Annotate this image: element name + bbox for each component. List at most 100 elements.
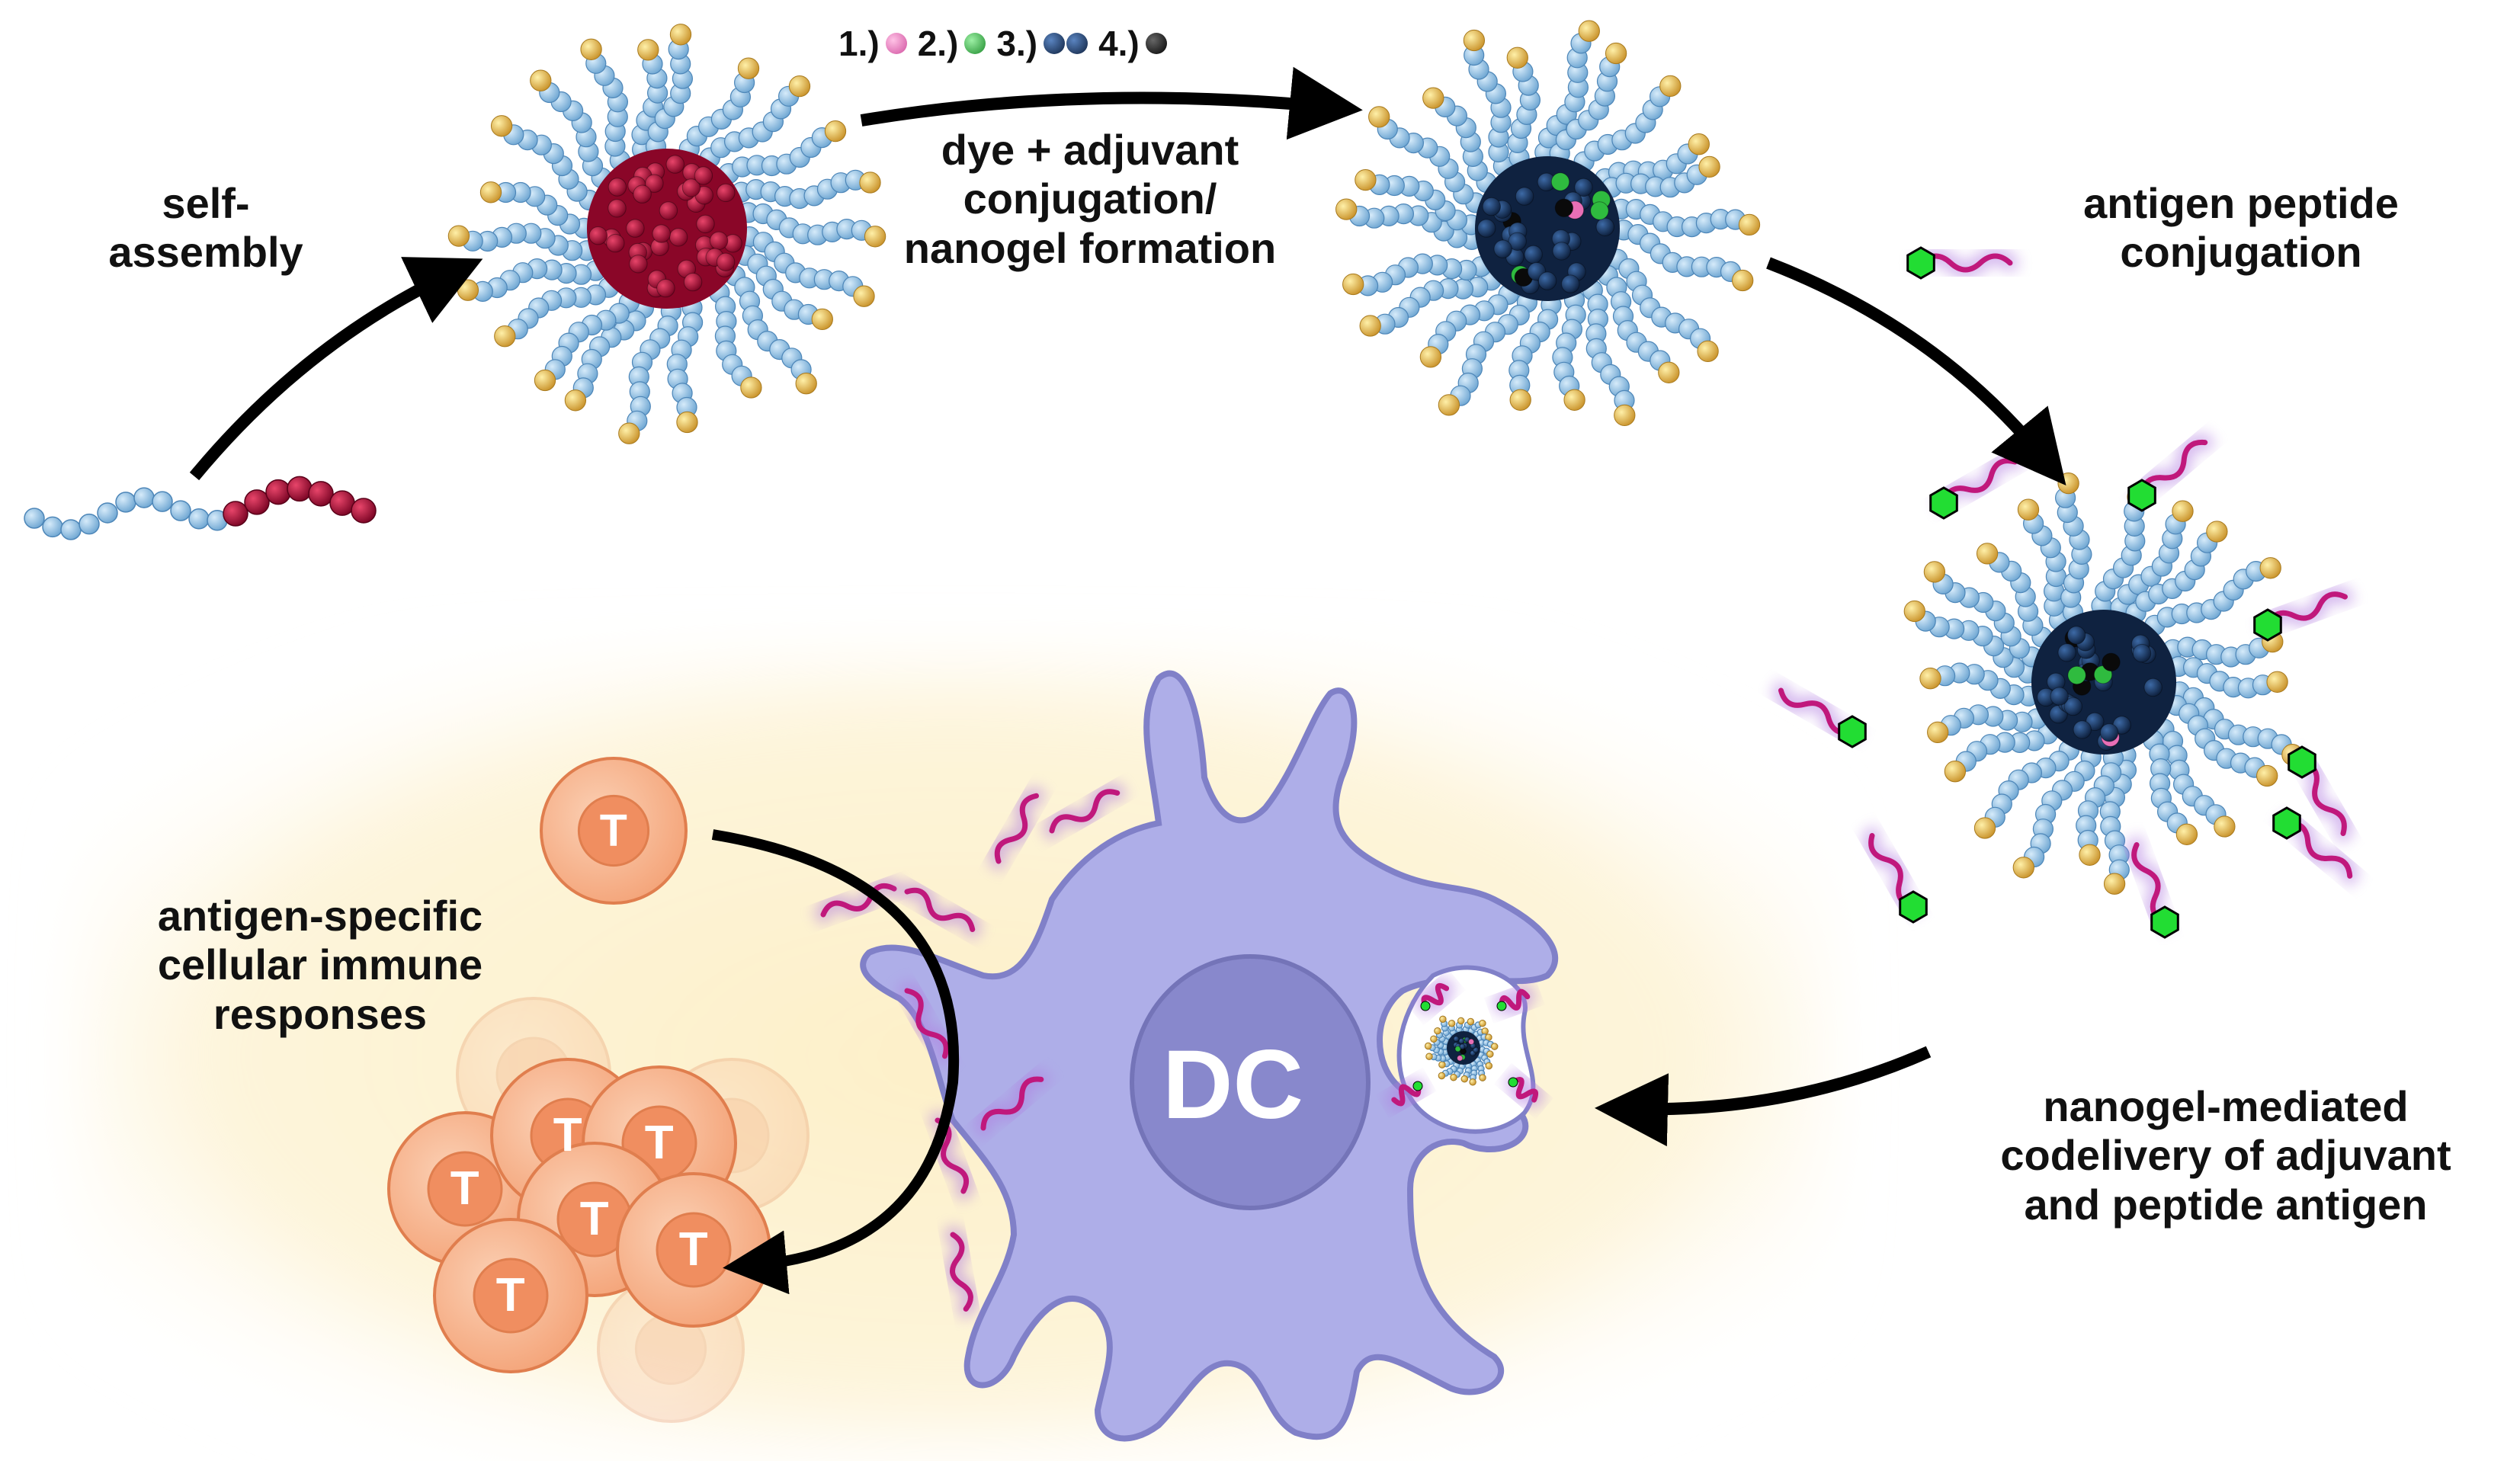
hydrophilic-bead xyxy=(115,492,136,513)
end-group xyxy=(1438,1061,1446,1069)
end-group xyxy=(1688,133,1710,155)
end-group xyxy=(1698,155,1720,178)
end-group xyxy=(2175,823,2198,845)
antigen-peptide xyxy=(2134,434,2214,504)
end-group xyxy=(1903,600,1925,623)
core-bead xyxy=(1561,274,1580,293)
particle-core xyxy=(587,149,747,309)
arrow-t-cell-activation xyxy=(711,829,960,1295)
core-bead xyxy=(717,183,736,203)
end-group xyxy=(2103,873,2126,895)
t-cell-label: T xyxy=(495,1269,525,1322)
particle-core xyxy=(2031,610,2176,755)
peptide-strand xyxy=(1391,1083,1422,1107)
antigen-peptide xyxy=(2259,585,2354,633)
core-bead xyxy=(1595,217,1615,236)
end-group xyxy=(1359,315,1381,337)
antigen-peptide xyxy=(1044,783,1126,839)
core-bead xyxy=(629,255,648,274)
core-bead xyxy=(1468,1038,1475,1046)
core-bead xyxy=(1458,1037,1465,1045)
core-bead xyxy=(2057,643,2076,662)
core-bead xyxy=(2143,678,2163,697)
core-bead xyxy=(626,219,645,238)
peptide-strand xyxy=(935,1117,970,1194)
end-group xyxy=(1425,1052,1433,1060)
core-bead xyxy=(1459,1043,1466,1050)
end-group xyxy=(1509,389,1531,411)
end-group xyxy=(1469,1078,1476,1086)
hydrophilic-bead xyxy=(170,500,191,521)
end-group xyxy=(1919,668,1941,690)
end-group xyxy=(1335,198,1358,220)
peptide-strand xyxy=(1421,982,1450,1009)
hydrophobic-bead xyxy=(351,498,377,524)
core-bead xyxy=(1590,201,1609,220)
end-group xyxy=(1491,1043,1499,1050)
hydrophobic-bead xyxy=(329,490,355,516)
antigen-hexagon xyxy=(1899,890,1928,924)
t-cell-label: T xyxy=(450,1162,479,1216)
end-group xyxy=(1976,543,1999,565)
core-bead xyxy=(608,178,627,197)
peptide-strand xyxy=(2139,439,2208,498)
peptide-strand xyxy=(1049,789,1121,834)
end-group xyxy=(1923,561,1946,583)
t-cell-label: T xyxy=(599,805,627,856)
hydrophilic-bead xyxy=(188,508,210,530)
core-bead xyxy=(1574,178,1593,197)
antigen-peptide xyxy=(899,882,981,938)
end-group xyxy=(1479,1020,1486,1027)
end-group xyxy=(853,285,875,307)
peptide-strand xyxy=(1778,687,1855,735)
core-bead xyxy=(665,155,685,174)
key-item-2: 2.) xyxy=(918,23,986,64)
particle-body xyxy=(447,24,886,444)
end-group xyxy=(2012,857,2034,879)
end-group xyxy=(2214,815,2236,838)
core-bead xyxy=(1454,1046,1461,1052)
hydrophobic-bead xyxy=(308,481,334,507)
end-group xyxy=(1463,29,1486,52)
hydrophilic-bead xyxy=(79,513,100,535)
core-bead xyxy=(1457,1055,1464,1062)
antigen-peptide xyxy=(899,982,955,1065)
core-bead xyxy=(1554,198,1574,217)
peptide-strand xyxy=(820,883,897,918)
antigen-peptide xyxy=(944,1226,979,1318)
end-group xyxy=(740,376,762,399)
end-group xyxy=(1342,273,1364,296)
end-group xyxy=(1425,1042,1432,1050)
arrow-conjugation xyxy=(860,66,1363,140)
core-bead xyxy=(1550,172,1570,191)
end-group xyxy=(1659,75,1682,98)
end-group xyxy=(490,115,513,137)
end-group xyxy=(864,226,886,248)
end-group xyxy=(1738,213,1761,236)
core-bead xyxy=(633,184,652,203)
pink-dye-icon xyxy=(885,33,907,54)
dc-nucleus xyxy=(1130,954,1371,1210)
core-bead xyxy=(652,224,671,243)
end-group xyxy=(580,38,602,60)
particle-body xyxy=(1335,20,1761,427)
t-cell-nucleus xyxy=(427,1151,503,1227)
peptide-strand xyxy=(1499,988,1531,1011)
t-cell-nucleus xyxy=(577,794,650,867)
end-group xyxy=(1927,721,1949,744)
end-group xyxy=(1450,1074,1457,1081)
antigen-peptide xyxy=(1385,1078,1427,1112)
core-bead xyxy=(2050,687,2069,706)
mini-antigen xyxy=(1496,1001,1507,1011)
antigen-peptide xyxy=(1493,983,1536,1017)
end-group xyxy=(1460,1075,1469,1083)
particle-core xyxy=(1475,156,1620,301)
end-group xyxy=(1355,168,1377,191)
peptide-strand xyxy=(994,793,1039,864)
core-bead xyxy=(1473,1046,1480,1053)
end-group xyxy=(676,411,698,434)
end-group xyxy=(1944,761,1967,783)
label-antigen-peptide-conjugation: antigen peptide conjugation xyxy=(2083,179,2399,277)
core-bead xyxy=(2073,720,2092,739)
antigen-hexagon xyxy=(2253,608,2282,642)
